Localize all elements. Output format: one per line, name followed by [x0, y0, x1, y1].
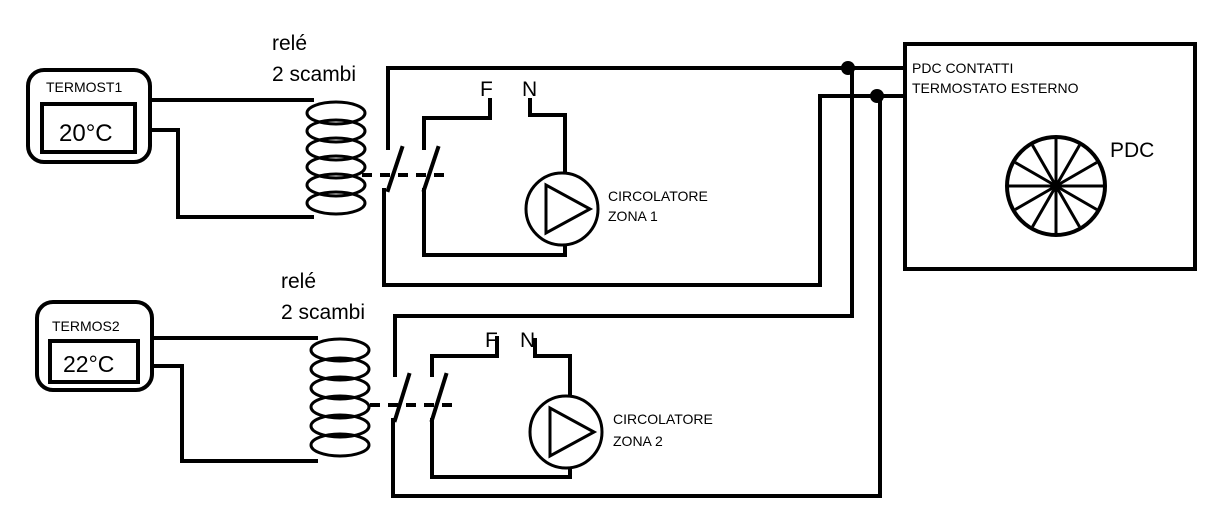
heat-pump-box — [903, 42, 1197, 271]
relay-1-contact-a-blade — [385, 145, 405, 193]
fan-wheel-icon — [1005, 135, 1107, 237]
relay-2-pump-return — [430, 418, 572, 479]
fan-spoke — [1054, 185, 1081, 228]
pump-2-label-line1: CIRCOLATORE — [613, 411, 713, 427]
thermostat-1-wire-b — [148, 128, 314, 219]
thermostat-1: TERMOST1 20°C — [26, 68, 152, 164]
heat-pump: PDC CONTATTI TERMOSTATO ESTERNO PDC — [903, 42, 1197, 271]
heat-pump-contacts-line2: TERMOSTATO ESTERNO — [912, 80, 1079, 96]
pump-1-label-line2: ZONA 1 — [608, 208, 658, 224]
junction-dot-top — [841, 61, 855, 75]
junction-dot-second — [870, 89, 884, 103]
relay-2-neutral-wire — [533, 338, 572, 402]
fan-spoke — [1031, 185, 1058, 228]
fan-spoke — [1055, 161, 1098, 188]
fan-spoke — [1055, 184, 1098, 211]
fan-spoke — [1054, 144, 1081, 187]
pump-2-label-line2: ZONA 2 — [613, 433, 663, 449]
thermostat-1-name: TERMOST1 — [46, 79, 122, 95]
pump-1-icon — [524, 171, 600, 247]
relay-2-label-line2: 2 scambi — [281, 301, 365, 324]
thermostat-2-wire-b — [150, 364, 318, 463]
relay-1-label-line2: 2 scambi — [272, 63, 356, 86]
thermostat-1-display — [40, 102, 137, 154]
relay-1-contact-b-blade — [421, 145, 441, 193]
thermostat-2-display — [48, 339, 140, 384]
thermostat-1-temperature: 20°C — [59, 120, 113, 147]
fan-spoke — [1031, 144, 1058, 187]
relay-2-coil — [309, 337, 371, 458]
relay-2-contact-a-blade — [392, 372, 412, 423]
relay-1-contact-b-phase — [422, 98, 492, 120]
relay-1-contact-a-return — [382, 94, 907, 287]
zone-2-phase-label: F — [485, 329, 498, 352]
fan-spoke — [1014, 184, 1057, 211]
heat-pump-contacts-line1: PDC CONTATTI — [912, 60, 1013, 76]
pump-2-icon — [528, 394, 604, 470]
pump-1-label-line1: CIRCOLATORE — [608, 188, 708, 204]
fan-spoke — [1014, 161, 1057, 188]
relay-1-label-line1: relé — [272, 32, 307, 55]
zone-1-neutral-label: N — [522, 78, 537, 101]
relay-1-coil — [305, 100, 367, 216]
relay-2-contact-b-blade — [429, 372, 449, 423]
thermostat-1-body — [26, 68, 152, 164]
zone-2-neutral-label: N — [520, 329, 535, 352]
relay-2-contact-a-return — [391, 94, 882, 498]
zone-2: TERMOS2 22°C relé 2 scambi F — [35, 66, 882, 498]
relay-1-neutral-wire — [528, 98, 567, 182]
zone-1-phase-label: F — [480, 78, 493, 101]
thermostat-2-temperature: 22°C — [63, 351, 114, 377]
thermostat-2: TERMOS2 22°C — [35, 300, 154, 392]
relay-2-contact-b-phase — [430, 336, 499, 358]
thermostat-2-name: TERMOS2 — [52, 318, 120, 334]
relay-2-label-line1: relé — [281, 270, 316, 293]
heat-pump-label: PDC — [1110, 139, 1154, 162]
relay-1-pump-return — [422, 188, 567, 257]
zone-1: TERMOST1 20°C relé 2 scambi F N — [26, 32, 907, 287]
thermostat-2-body — [35, 300, 154, 392]
